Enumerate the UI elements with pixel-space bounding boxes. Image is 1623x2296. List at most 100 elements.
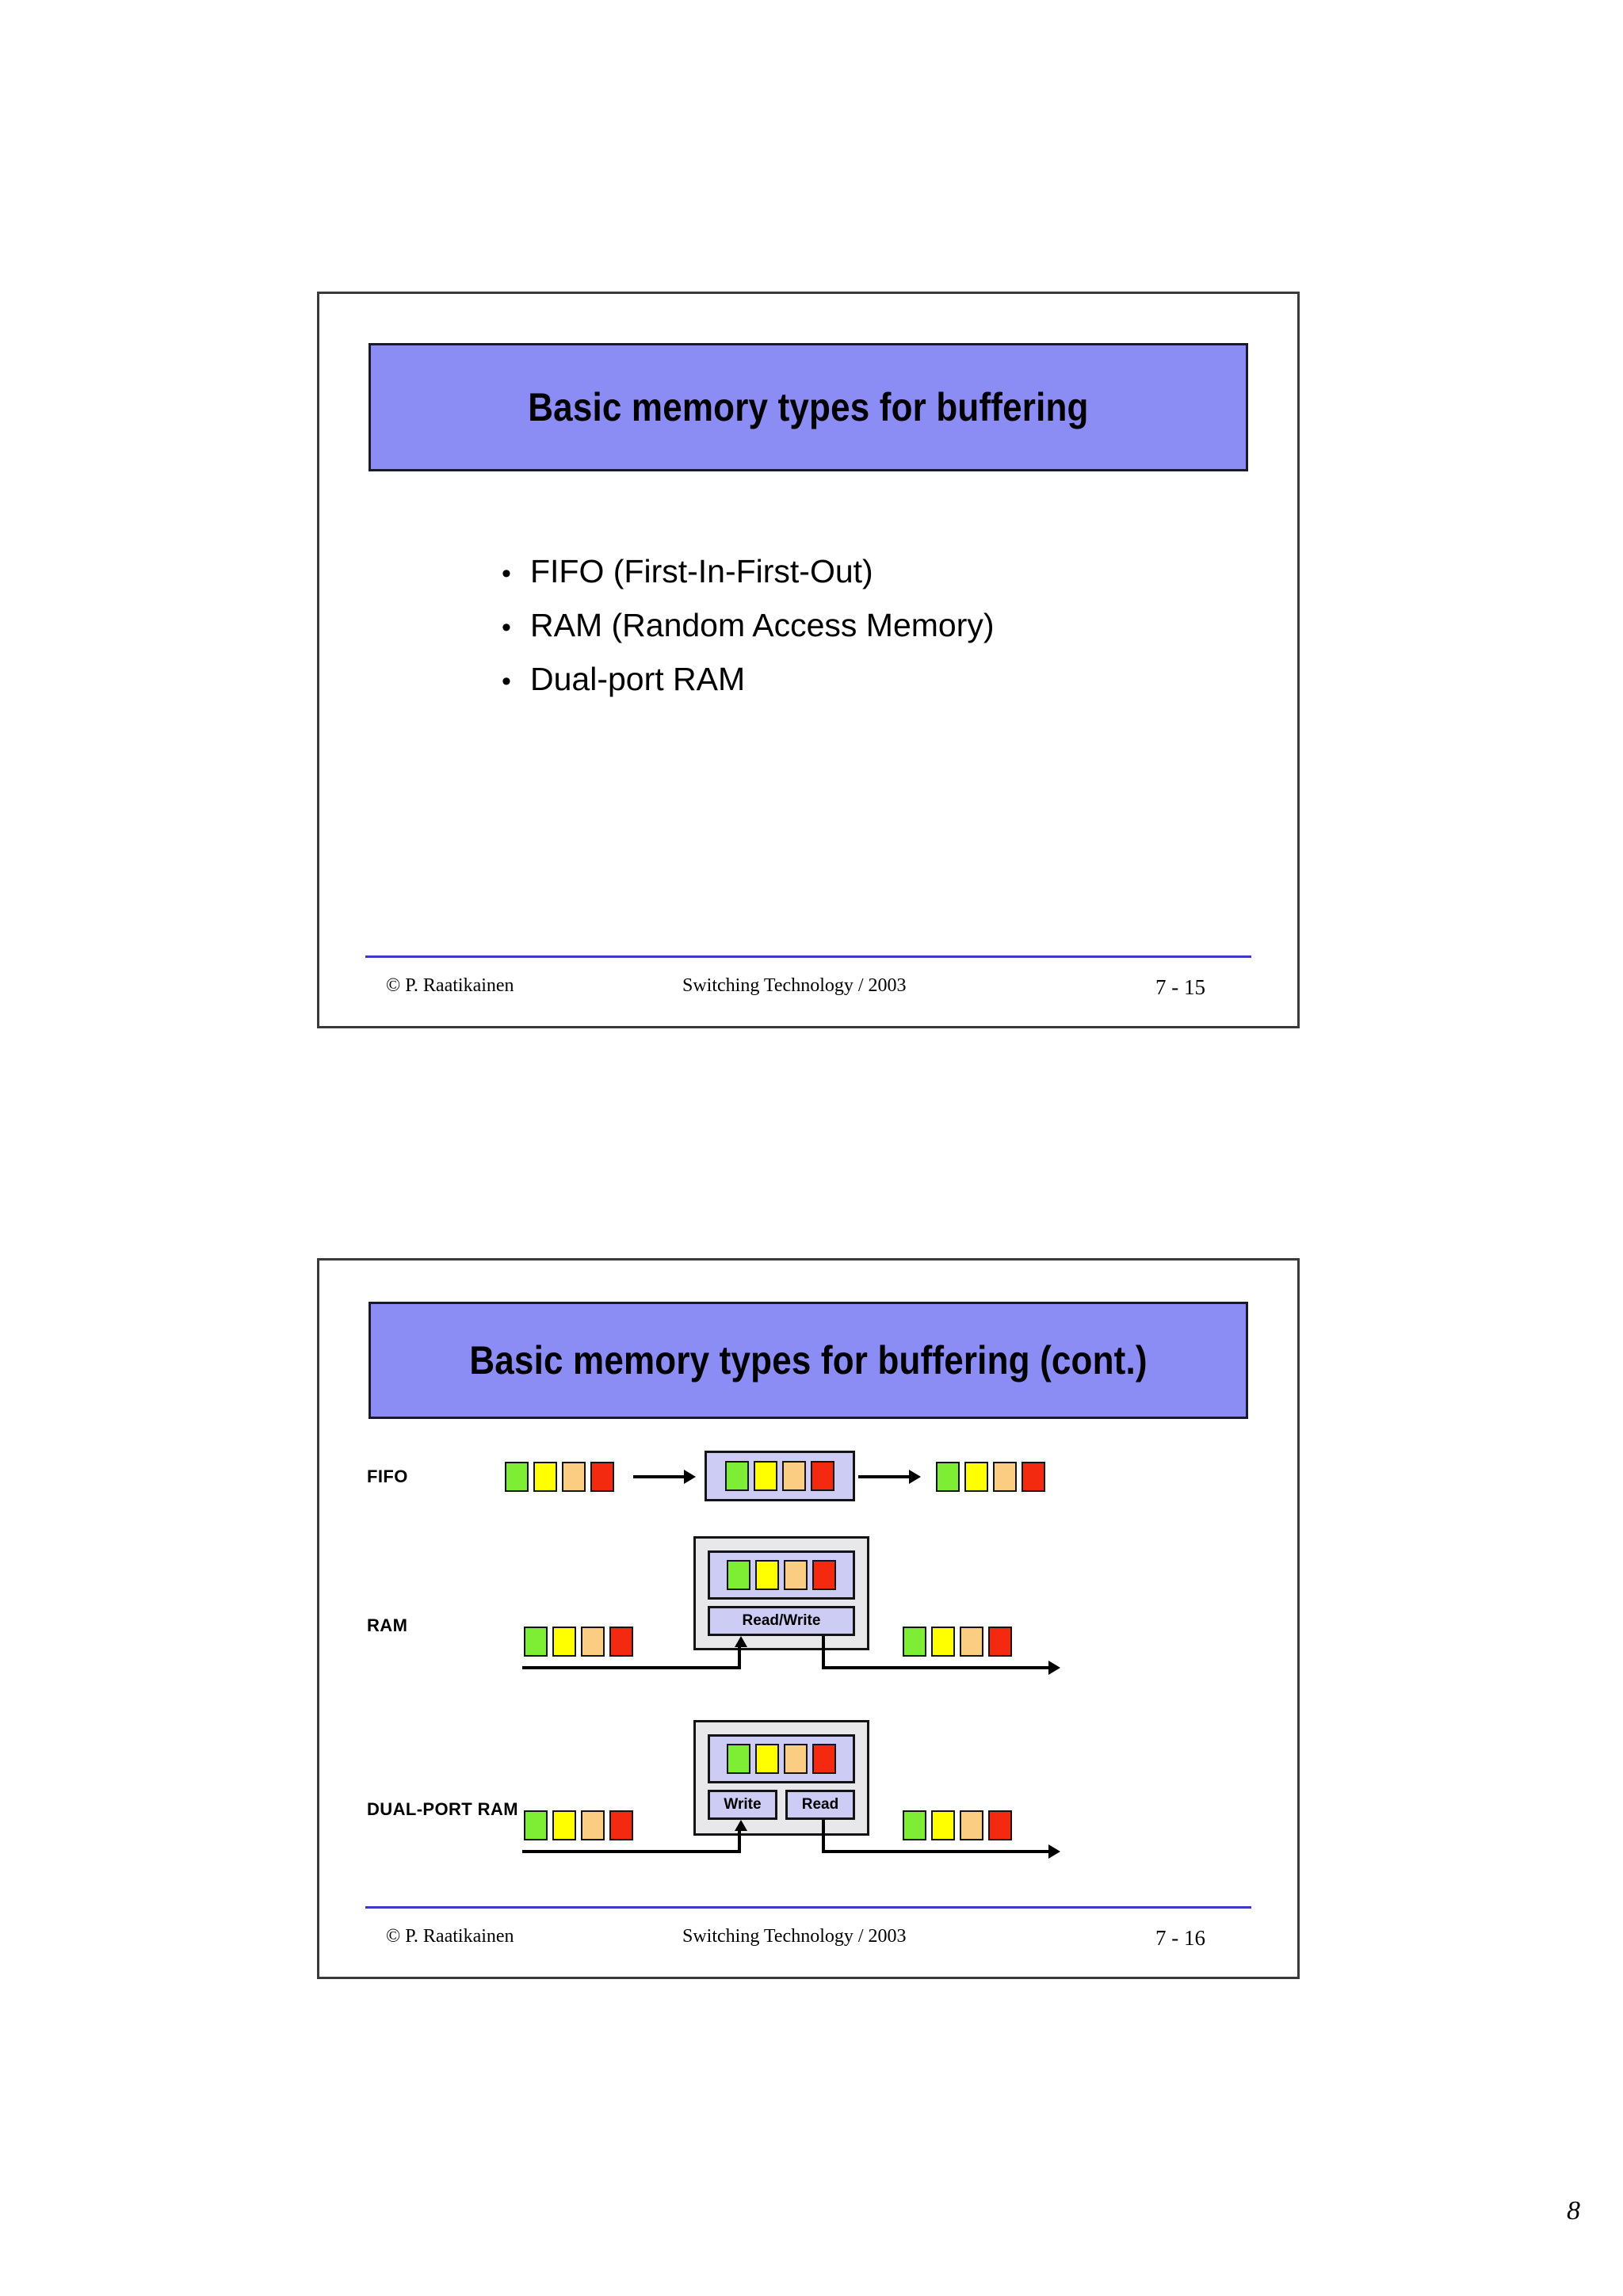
cell-red: [609, 1627, 633, 1657]
cell-yellow: [931, 1627, 955, 1657]
cell-green: [903, 1810, 926, 1840]
cell-green: [936, 1462, 960, 1492]
cell-red: [988, 1810, 1012, 1840]
footer-copyright: © P. Raatikainen: [386, 975, 514, 996]
cell-green: [727, 1744, 750, 1774]
ram-output-cells: [903, 1627, 1012, 1657]
cell-red: [812, 1560, 836, 1590]
cell-tan: [784, 1560, 808, 1590]
footer-slide-number: 7 - 16: [1155, 1926, 1205, 1950]
slide-2-title-banner: Basic memory types for buffering (cont.): [369, 1302, 1248, 1419]
dual-port-read-port[interactable]: Read: [785, 1790, 855, 1820]
bullet-dot-icon: •: [502, 666, 511, 696]
fifo-input-wire: [633, 1475, 685, 1478]
cell-yellow: [533, 1462, 557, 1492]
dual-port-input-cells: [524, 1810, 633, 1840]
cell-tan: [960, 1627, 983, 1657]
memory-types-diagram: FIFO: [319, 1428, 1297, 1904]
ram-port-read-write[interactable]: Read/Write: [708, 1606, 855, 1636]
dual-port-output-cells: [903, 1810, 1012, 1840]
fifo-input-cells: [505, 1462, 614, 1492]
diagram-row-ram: RAM Read/Write: [319, 1530, 1297, 1712]
bullet-dot-icon: •: [502, 559, 511, 589]
footer-row: © P. Raatikainen Switching Technology / …: [365, 975, 1251, 1002]
cell-yellow: [754, 1461, 777, 1491]
slide-1-title-banner: Basic memory types for buffering: [369, 343, 1248, 471]
cell-red: [590, 1462, 614, 1492]
cell-tan: [993, 1462, 1017, 1492]
footer-copyright: © P. Raatikainen: [386, 1926, 514, 1947]
cell-tan: [784, 1744, 808, 1774]
dual-port-output-arrowhead: [1048, 1844, 1060, 1859]
cell-tan: [782, 1461, 806, 1491]
bullet-dot-icon: •: [502, 612, 511, 643]
cell-green: [524, 1810, 548, 1840]
fifo-memory-box: [705, 1451, 855, 1501]
cell-yellow: [964, 1462, 988, 1492]
fifo-output-arrowhead: [909, 1470, 921, 1484]
cell-yellow: [755, 1560, 779, 1590]
footer-divider: [365, 955, 1251, 958]
ram-output-bus: [822, 1666, 1052, 1669]
document-page-number: 8: [1567, 2196, 1580, 2225]
cell-green: [505, 1462, 529, 1492]
bullet-label-ram: RAM (Random Access Memory): [530, 607, 995, 643]
row-label-fifo: FIFO: [367, 1466, 408, 1486]
ram-output-arrowhead: [1048, 1661, 1060, 1675]
footer-divider: [365, 1906, 1251, 1909]
cell-red: [812, 1744, 836, 1774]
dual-port-input-riser: [738, 1831, 741, 1853]
row-label-dual-port-ram: DUAL-PORT RAM: [367, 1799, 518, 1819]
page-title-cont: Basic memory types for buffering (cont.): [469, 1338, 1148, 1383]
ram-cell-bank: [708, 1550, 855, 1600]
cell-yellow: [552, 1810, 576, 1840]
dual-port-output-riser: [822, 1820, 825, 1853]
cell-red: [1022, 1462, 1045, 1492]
bullet-label-fifo: FIFO (First-In-First-Out): [530, 553, 873, 589]
slide-7-15: Basic memory types for buffering • FIFO …: [317, 292, 1300, 1028]
slide-2-footer: © P. Raatikainen Switching Technology / …: [365, 1906, 1251, 1953]
footer-course: Switching Technology / 2003: [682, 1926, 907, 1947]
fifo-output-cells: [936, 1462, 1045, 1492]
cell-red: [609, 1810, 633, 1840]
ram-input-bus: [522, 1666, 741, 1669]
cell-green: [903, 1627, 926, 1657]
cell-green: [725, 1461, 749, 1491]
diagram-row-fifo: FIFO: [319, 1435, 1297, 1522]
diagram-row-dual-port-ram: DUAL-PORT RAM Write Read: [319, 1717, 1297, 1899]
ram-input-cells: [524, 1627, 633, 1657]
cell-yellow: [931, 1810, 955, 1840]
ram-output-riser: [822, 1636, 825, 1669]
ram-input-arrowhead: [735, 1636, 747, 1647]
list-item: • RAM (Random Access Memory): [502, 609, 995, 642]
cell-green: [727, 1560, 750, 1590]
ram-input-riser: [738, 1647, 741, 1669]
cell-green: [524, 1627, 548, 1657]
cell-yellow: [755, 1744, 779, 1774]
bullet-label-dualport: Dual-port RAM: [530, 661, 746, 697]
row-label-ram: RAM: [367, 1615, 408, 1635]
dual-port-input-bus: [522, 1850, 741, 1853]
cell-tan: [581, 1627, 605, 1657]
cell-red: [811, 1461, 834, 1491]
slide-1-footer: © P. Raatikainen Switching Technology / …: [365, 955, 1251, 1002]
footer-slide-number: 7 - 15: [1155, 975, 1205, 999]
dual-port-write-port[interactable]: Write: [708, 1790, 777, 1820]
cell-tan: [960, 1810, 983, 1840]
fifo-output-wire: [858, 1475, 911, 1478]
page-title: Basic memory types for buffering: [528, 385, 1089, 429]
fifo-input-arrowhead: [684, 1470, 696, 1484]
cell-tan: [581, 1810, 605, 1840]
footer-row: © P. Raatikainen Switching Technology / …: [365, 1926, 1251, 1953]
list-item: • FIFO (First-In-First-Out): [502, 555, 995, 588]
dual-port-output-bus: [822, 1850, 1052, 1853]
cell-tan: [562, 1462, 586, 1492]
slide-7-16: Basic memory types for buffering (cont.)…: [317, 1258, 1300, 1979]
dual-port-cell-bank: [708, 1734, 855, 1783]
cell-yellow: [552, 1627, 576, 1657]
footer-course: Switching Technology / 2003: [682, 975, 907, 996]
dual-port-input-arrowhead: [735, 1820, 747, 1831]
list-item: • Dual-port RAM: [502, 663, 995, 696]
bullet-list: • FIFO (First-In-First-Out) • RAM (Rando…: [502, 555, 995, 717]
cell-red: [988, 1627, 1012, 1657]
